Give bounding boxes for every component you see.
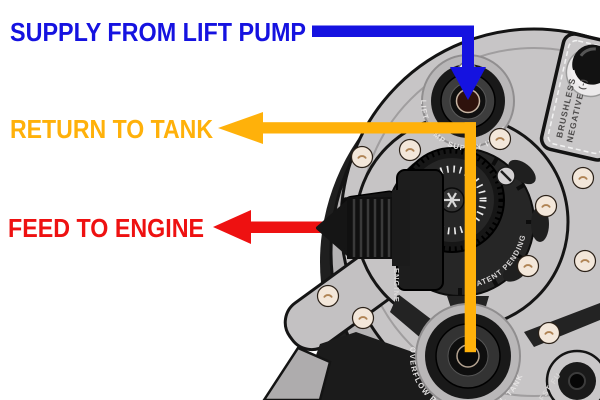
terminal-stud-crescent <box>570 69 588 88</box>
lower-gray-housing <box>262 346 332 400</box>
feed-arrow-bar <box>248 221 330 233</box>
supply-arrow-hbar <box>312 25 474 37</box>
engine-port-text: ENGINE <box>392 268 401 303</box>
dial-knurl <box>400 148 504 252</box>
fitting-threads <box>352 199 391 257</box>
supply-arrow-vbar <box>462 25 474 68</box>
terminal-stud-highlight <box>579 47 596 57</box>
fitting-body <box>347 197 399 259</box>
feed-arrow-head <box>213 210 251 244</box>
slotted-screw-slot <box>500 170 512 182</box>
feed-label: FEED TO ENGINE <box>8 213 204 243</box>
return-arrow-vbar <box>464 122 476 353</box>
screw <box>571 166 595 190</box>
terminal-block: BRUSHLESS NEGATIVE (-) <box>539 32 600 162</box>
dial-star-screw-icon <box>444 192 460 208</box>
return-label: RETURN TO TANK <box>10 114 213 144</box>
return-arrow-hbar <box>260 122 476 134</box>
terminal-block-body <box>539 32 600 162</box>
return-arrow <box>218 112 476 353</box>
screw <box>537 321 561 345</box>
screw <box>316 284 340 308</box>
supply-arrow-head <box>450 67 486 100</box>
supply-arrow <box>312 25 486 100</box>
fitting-nut <box>392 190 410 266</box>
feed-an-fitting <box>316 190 410 266</box>
screw <box>351 306 375 330</box>
screw <box>516 254 540 278</box>
lower-dark-housing <box>300 332 434 400</box>
screw <box>350 145 374 169</box>
pump-illustration: PATENT PENDING 1:1 <box>262 27 600 400</box>
overflow-port: OVERFLOW RETURN TO FUEL TANK <box>408 303 524 400</box>
pump-screws <box>316 61 597 345</box>
feed-arrow <box>213 210 330 244</box>
aux-port: FST FU <box>537 349 600 400</box>
screw <box>573 249 597 273</box>
terminal-block-gasket <box>547 39 600 155</box>
aux-port-bore <box>568 372 586 390</box>
screw <box>534 194 558 218</box>
supply-label: SUPPLY FROM LIFT PUMP <box>10 17 306 47</box>
screw <box>398 138 422 162</box>
return-arrow-head <box>218 112 263 144</box>
screw <box>488 127 512 151</box>
